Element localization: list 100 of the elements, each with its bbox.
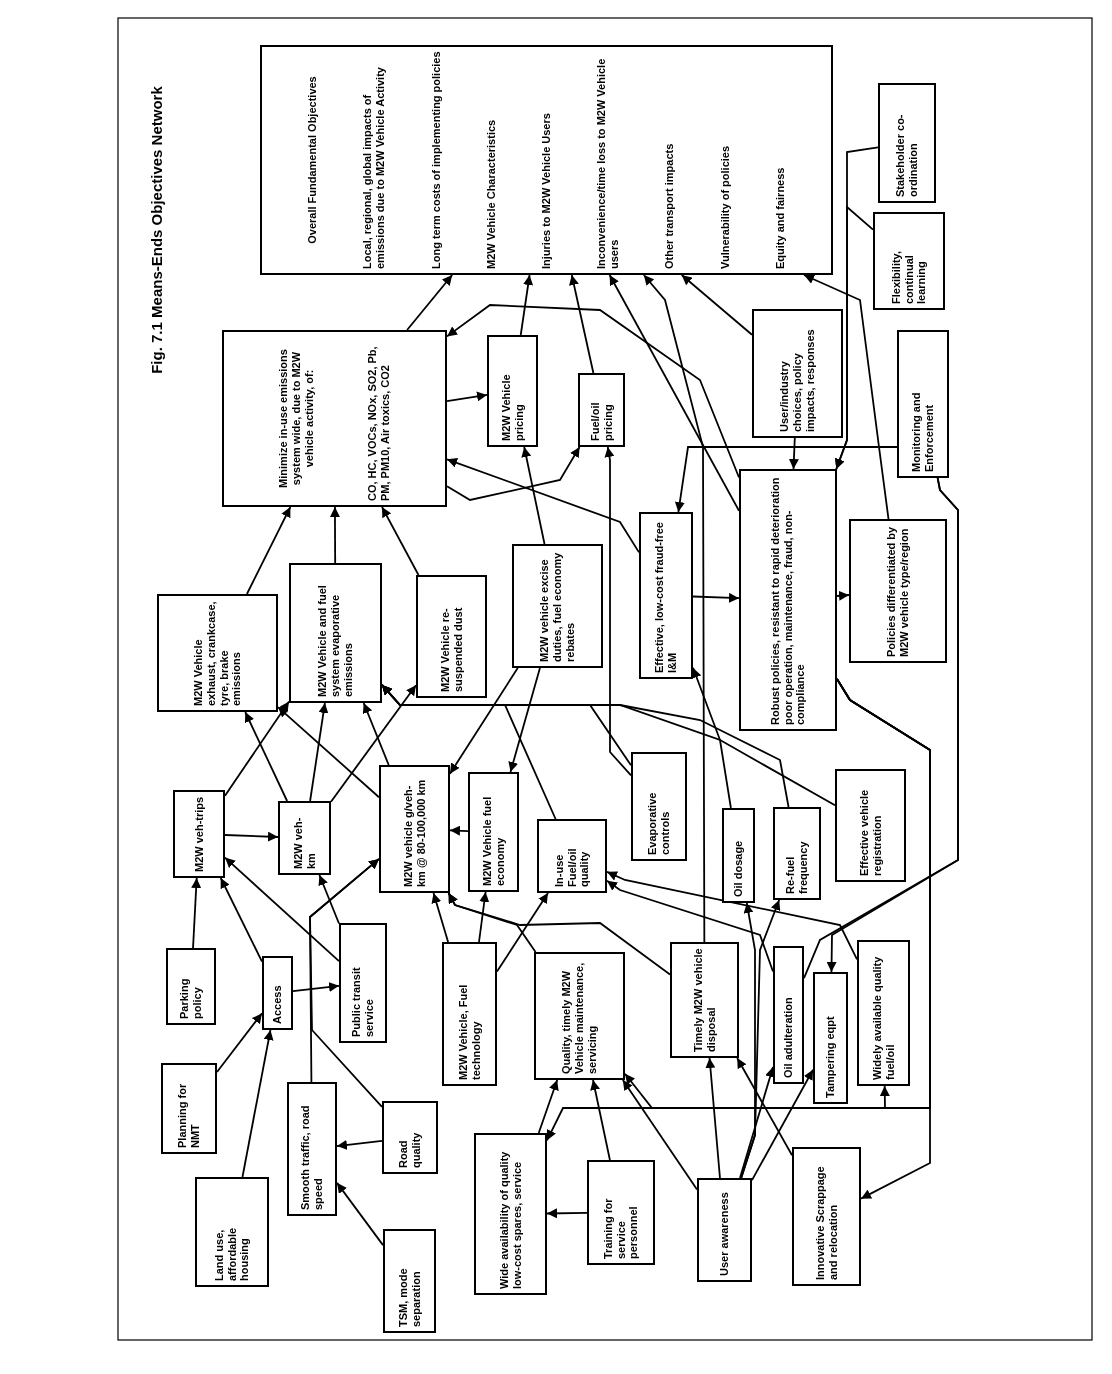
- objective-box: [468, 772, 519, 892]
- objective-box: [157, 594, 278, 712]
- node-label: Other transport impacts: [663, 142, 677, 269]
- arrow: [674, 446, 898, 513]
- arrow: [449, 667, 519, 775]
- objective-box: [587, 1160, 655, 1265]
- arrow: [330, 684, 417, 803]
- arrow: [224, 831, 279, 842]
- node-label: Local, regional, global impacts of emissions due to M2W Vehicle Activity: [361, 66, 388, 269]
- node-label: Evaporative controls: [646, 791, 672, 855]
- arrow: [537, 1079, 559, 1134]
- objective-box: [670, 942, 739, 1058]
- arrow: [191, 877, 202, 949]
- node-label: User awareness: [718, 1191, 731, 1276]
- arrow: [692, 592, 740, 603]
- node-label: M2W veh-km: [291, 816, 318, 869]
- arrow: [680, 274, 753, 336]
- objective-box: [897, 330, 949, 478]
- arrow: [835, 205, 874, 470]
- node-label: Innovative Scrappage and relocation: [813, 1165, 840, 1280]
- arrow: [216, 1012, 263, 1073]
- arrow: [449, 825, 469, 836]
- arrow: [219, 877, 263, 963]
- objective-box: [289, 563, 382, 703]
- objective-box: [773, 946, 804, 1084]
- node-label: Land use, affordable housing: [212, 1226, 252, 1281]
- arrow: [508, 667, 541, 773]
- arrow: [740, 899, 781, 1179]
- arrow: [336, 1139, 383, 1150]
- node-label: Monitoring and Enforcement: [910, 391, 936, 472]
- objective-box: [773, 807, 821, 900]
- arrow: [224, 700, 290, 797]
- objective-box: [262, 956, 293, 1030]
- node-label: TSM, mode separation: [396, 1267, 423, 1327]
- node-label: Flexibility, continual learning: [889, 250, 929, 304]
- arrow: [241, 1029, 274, 1178]
- node-label: Fuel/oil pricing: [588, 401, 615, 441]
- node-label: M2W Vehicle, Fuel technology: [456, 983, 483, 1080]
- arrow: [246, 506, 292, 595]
- arrow: [224, 856, 340, 963]
- node-label: Widely available quality fuel/oil: [870, 955, 897, 1080]
- box-heading: Overall Fundamental Objectives: [306, 75, 320, 246]
- objective-box: [222, 330, 447, 507]
- arrow: [751, 1068, 814, 1182]
- objective-box: [873, 212, 945, 310]
- arrow: [739, 1066, 775, 1179]
- arrow: [604, 446, 632, 777]
- node-label: Public transit service: [350, 966, 376, 1037]
- arrow: [521, 446, 546, 545]
- objective-box: [339, 923, 387, 1043]
- node-label: Access: [271, 984, 284, 1024]
- arrow: [705, 1057, 721, 1179]
- node-label: Vulnerability of policies: [718, 144, 732, 269]
- diagram-title: Fig. 7.1 Means-Ends Objectives Network: [148, 85, 166, 376]
- arrow: [277, 706, 380, 799]
- arrow: [590, 1079, 611, 1161]
- node-label: M2W Vehicle and fuel system evaporative emissions: [316, 584, 355, 697]
- arrow: [606, 879, 774, 973]
- objective-box: [474, 1133, 547, 1295]
- arrow: [446, 391, 488, 402]
- objective-box: [383, 1229, 436, 1333]
- node-label: Equity and fairness: [773, 166, 787, 269]
- arrow: [606, 870, 858, 961]
- arrow: [381, 506, 420, 576]
- objective-box: [512, 544, 603, 668]
- objective-box: [534, 952, 625, 1080]
- objective-box: [487, 335, 538, 447]
- node-label: M2W vehicle excise duties, fuel economy rebates: [538, 551, 577, 662]
- node-label: Long term costs of implementing policies: [429, 51, 443, 269]
- arrow: [546, 1208, 588, 1219]
- node-label: Planning for NMT: [176, 1082, 202, 1148]
- arrow: [496, 892, 549, 973]
- objective-box: [442, 942, 497, 1086]
- arrow: [569, 274, 595, 374]
- node-label: CO, HC, VOCs, NOx, SO2, Pb, PM, PM10, Air toxics, CO2: [366, 345, 393, 501]
- arrow: [362, 702, 390, 766]
- arrow: [624, 678, 931, 1109]
- node-label: Timely M2W vehicle disposal: [691, 948, 718, 1052]
- arrow: [244, 711, 288, 802]
- arrow: [642, 274, 706, 943]
- arrow: [478, 891, 490, 943]
- node-label: Wide availability of quality low-cost spares, service: [497, 1150, 524, 1289]
- node-label: Policies differentiated by M2W vehicle type/region: [885, 525, 911, 657]
- arrow: [446, 458, 640, 554]
- node-label: Stakeholder co-ordination: [894, 113, 920, 197]
- objective-box: [631, 752, 687, 861]
- arrow: [826, 477, 959, 973]
- arrow: [621, 1079, 698, 1191]
- objective-box: [382, 1101, 438, 1174]
- arrow: [803, 274, 890, 520]
- objective-box: [260, 45, 833, 275]
- objective-box: [792, 1147, 861, 1286]
- arrow: [788, 437, 799, 470]
- node-label: Re-fuel frequency: [784, 840, 810, 894]
- node-label: M2W Vehicle pricing: [499, 373, 526, 441]
- objective-box: [849, 519, 947, 663]
- arrow: [736, 1057, 793, 1157]
- arrow: [519, 274, 534, 336]
- objective-box: [416, 575, 487, 698]
- objective-box: [835, 769, 906, 882]
